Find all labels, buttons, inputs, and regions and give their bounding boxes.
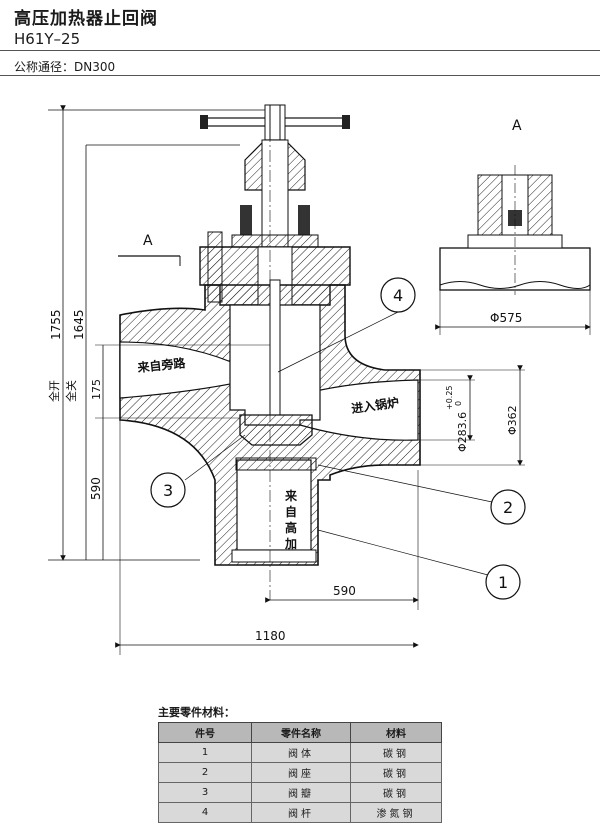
dim-tolerance-upper: +0.25 [445,385,454,410]
cell-part-no: 2 [158,762,252,783]
dim-phi-362: Φ362 [506,405,519,435]
model-number: H61Y–25 [14,30,81,48]
table-row: 4 阀杆 渗氮钢 [158,802,442,823]
balloon-3-number: 3 [163,481,173,500]
disc [239,414,313,446]
dim-phi-283: Φ283.6 [456,412,469,452]
dim-590-horizontal: 590 [333,584,356,598]
cell-material: 碳钢 [350,742,442,763]
divider [0,75,600,76]
balloon-1-number: 1 [498,573,508,592]
flow-from-heater: 来 自 高 加 [284,488,298,551]
valve-section-drawing: A A 1755 1645 175 全开 全关 590 590 1180 Φ57… [47,104,591,655]
cell-part-name: 阀座 [251,762,351,783]
cell-part-no: 4 [158,802,252,823]
flow-from-heater-char-1: 来 [284,488,298,503]
header-material: 材料 [350,722,442,743]
parts-table-caption: 主要零件材料： [158,706,235,719]
side-view-a [439,165,591,295]
cell-part-name: 阀杆 [251,802,351,823]
parts-table-header: 件号 零件名称 材料 [158,722,442,743]
dim-1180: 1180 [255,629,286,643]
dim-1755: 1755 [49,309,63,340]
view-a-label-main: A [143,233,153,249]
balloon-4-number: 4 [393,286,403,305]
balloon-2-number: 2 [503,498,513,517]
flow-from-heater-char-3: 高 [285,520,297,535]
cell-material: 碳钢 [350,762,442,783]
nominal-diameter: 公称通径：DN300 [14,60,116,74]
cell-part-no: 1 [158,742,252,763]
cell-part-no: 3 [158,782,252,803]
label-full-open: 全开 [47,380,61,402]
flow-from-heater-char-4: 加 [284,536,297,551]
cell-material: 碳钢 [350,782,442,803]
cell-material: 渗氮钢 [350,802,442,823]
table-row: 2 阀座 碳钢 [158,762,442,783]
balloon-1: 1 [317,529,521,600]
dim-175: 175 [90,379,103,400]
label-full-closed: 全关 [64,380,78,402]
table-row: 1 阀体 碳钢 [158,742,442,763]
page-title: 高压加热器止回阀 [14,9,158,29]
dim-590-vertical: 590 [89,477,103,500]
stem [269,279,281,416]
dim-phi-575: Φ575 [490,311,522,325]
seat [235,457,317,471]
cell-part-name: 阀体 [251,742,351,763]
flow-to-boiler: 进入锅炉 [350,394,400,416]
divider [0,50,600,51]
flow-from-heater-char-2: 自 [285,504,297,519]
balloon-3: 3 [150,434,246,508]
cell-part-name: 阀瓣 [251,782,351,803]
header-part-no: 件号 [158,722,252,743]
view-a-label-side: A [512,118,522,134]
dimension-total-height [48,105,265,561]
flow-from-bypass: 来自旁路 [136,355,187,375]
balloon-4: 4 [277,277,416,373]
header-part-name: 零件名称 [251,722,351,743]
table-row: 3 阀瓣 碳钢 [158,782,442,803]
balloon-2: 2 [317,464,526,525]
dim-1645: 1645 [72,309,86,340]
parts-table: 件号 零件名称 材料 1 阀体 碳钢 2 阀座 碳钢 3 阀瓣 碳钢 4 阀杆 … [158,722,442,823]
dim-tolerance-lower: 0 [454,401,463,406]
